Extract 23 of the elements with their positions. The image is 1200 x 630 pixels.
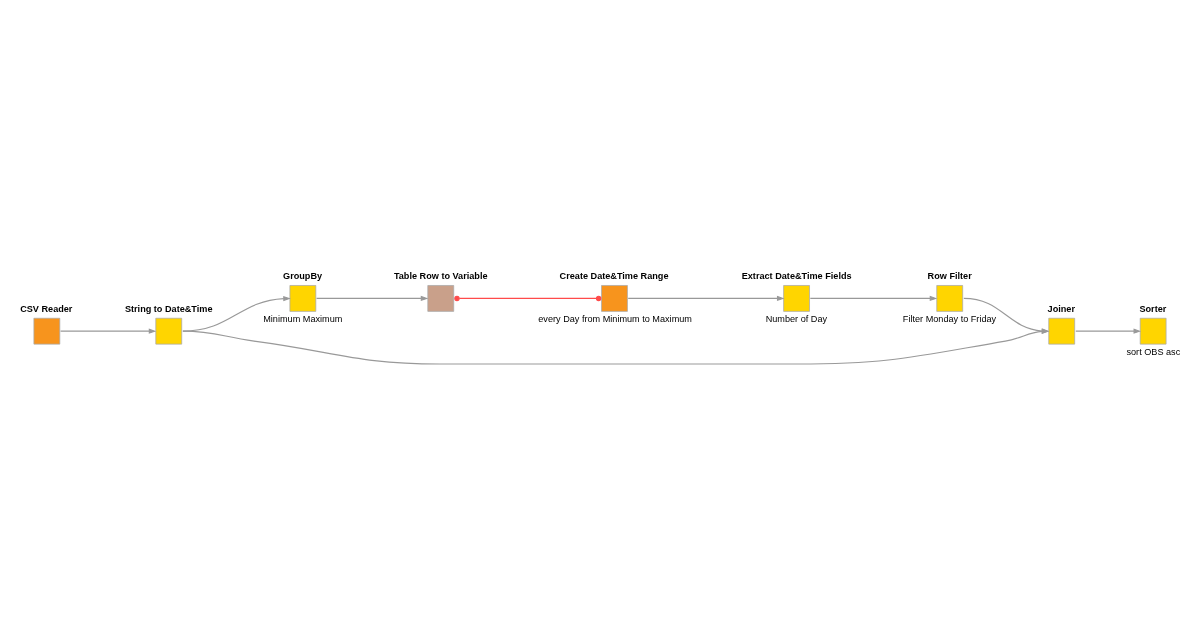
arrow bbox=[627, 295, 785, 302]
node-label: Filter Monday to Friday bbox=[902, 313, 997, 324]
node-label: Row Filter bbox=[927, 271, 972, 282]
node-label: Sorter bbox=[1139, 303, 1167, 314]
arrow bbox=[182, 295, 291, 332]
node-label: sort OBS asc bbox=[1126, 346, 1181, 357]
node-label: String to Date&Time bbox=[124, 303, 213, 314]
node-label: GroupBy bbox=[283, 271, 323, 282]
node-label: Joiner bbox=[1047, 303, 1076, 314]
arrow bbox=[316, 295, 429, 302]
node-label: Table Row to Variable bbox=[393, 271, 488, 282]
node-label: every Day from Minimum to Maximum bbox=[538, 313, 692, 324]
arrow bbox=[60, 328, 157, 334]
node-label: Extract Date&Time Fields bbox=[741, 271, 852, 282]
arrow bbox=[182, 328, 1050, 365]
node-label: Create Date&Time Range bbox=[559, 271, 669, 282]
node-label: CSV Reader bbox=[20, 303, 73, 314]
arrow bbox=[809, 295, 938, 302]
arrow bbox=[1075, 328, 1142, 334]
connector bbox=[454, 295, 602, 302]
arrow bbox=[963, 297, 1050, 334]
node-label: Minimum Maximum bbox=[263, 313, 343, 324]
node-label: Number of Day bbox=[765, 313, 828, 324]
